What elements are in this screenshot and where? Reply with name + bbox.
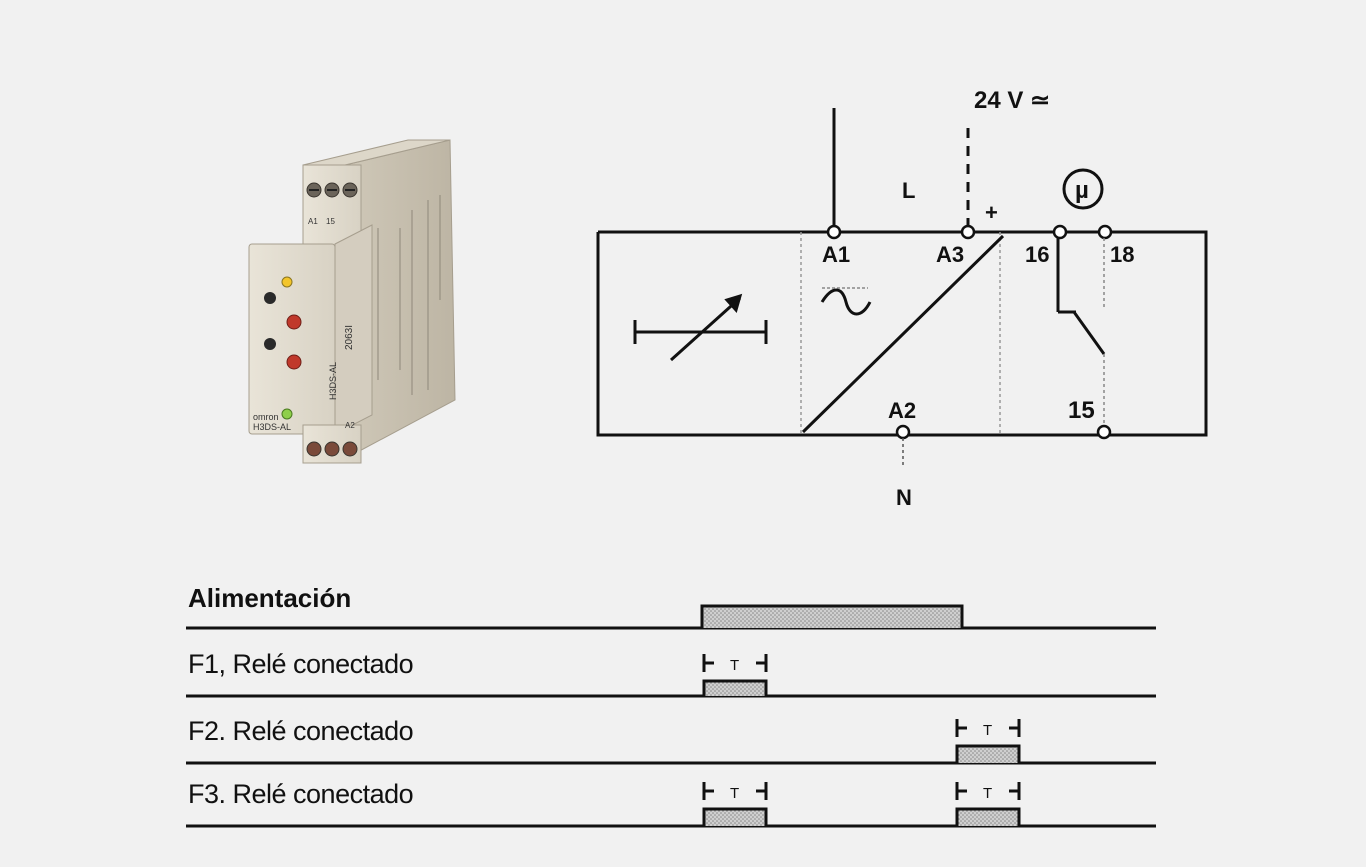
circuit-diagram: L 24 V ≃ + A1 A3 16 18 A2 15 µ — [596, 87, 1208, 510]
f1-t-marker: T — [702, 654, 768, 674]
device-front-side — [334, 224, 373, 435]
label-a3: A3 — [936, 242, 964, 267]
label-18: 18 — [1110, 242, 1134, 267]
variable-timer-symbol — [633, 293, 768, 362]
diagonal-wire — [801, 234, 1005, 434]
f1-t-label: T — [730, 657, 739, 674]
terminal-a1 — [826, 224, 842, 240]
label-a2: A2 — [888, 398, 916, 423]
terminal-16 — [1052, 224, 1068, 240]
device-serial: 2063I — [344, 325, 355, 350]
mu-circle — [1062, 168, 1104, 210]
plus-sign: + — [985, 200, 998, 225]
bottom-screw-terminals — [306, 441, 358, 457]
time-setting-knob[interactable] — [264, 338, 276, 350]
f2-pulse — [955, 744, 1021, 763]
setting-dial-upper[interactable] — [286, 314, 302, 330]
mu-symbol: µ — [1075, 177, 1089, 204]
device-side-model: H3DS-AL — [328, 362, 338, 400]
supply-label: 24 V ≃ — [974, 87, 1050, 114]
device-bottom-terminal-a2: A2 — [345, 421, 355, 430]
timing-row-label-supply: Alimentación — [188, 583, 351, 613]
device-top-terminal-15: 15 — [326, 217, 335, 226]
f2-t-marker: T — [955, 719, 1021, 739]
f3-t-label-first: T — [730, 785, 739, 802]
output-led — [281, 408, 293, 420]
f1-pulse — [702, 679, 768, 696]
ac-symbol — [820, 287, 872, 316]
terminal-15 — [1096, 424, 1112, 440]
power-led — [281, 276, 293, 288]
relay-contact — [1056, 238, 1106, 426]
device-front-panel — [248, 243, 336, 435]
terminal-a2 — [895, 424, 911, 440]
top-screw-terminals — [306, 182, 358, 198]
time-range-knob[interactable] — [264, 292, 276, 304]
device-top-terminal-a1: A1 — [308, 217, 318, 226]
f3-t-marker-second: T — [955, 782, 1021, 802]
label-a1: A1 — [822, 242, 850, 267]
line-label: L — [902, 178, 915, 203]
device-upper-block — [302, 164, 362, 246]
terminal-a3 — [960, 224, 976, 240]
timing-diagram: Alimentación F1, Relé conectado T F2. Re… — [186, 583, 1156, 828]
neutral-label: N — [896, 485, 912, 510]
f3-t-marker-first: T — [702, 782, 768, 802]
circuit-box — [596, 230, 1208, 437]
timing-row-label-f3: F3. Relé conectado — [188, 779, 413, 809]
label-15: 15 — [1068, 397, 1095, 424]
timer-relay-device: A1 15 A2 omron H3DS-AL H3DS-AL 2063I — [248, 139, 456, 464]
device-brand: omron — [253, 412, 279, 422]
device-model: H3DS-AL — [253, 422, 291, 432]
setting-dial-lower[interactable] — [286, 354, 302, 370]
terminal-18 — [1097, 224, 1113, 240]
timing-row-label-f2: F2. Relé conectado — [188, 716, 413, 746]
timing-row-label-f1: F1, Relé conectado — [188, 649, 413, 679]
f3-t-label-second: T — [983, 785, 992, 802]
f2-t-label: T — [983, 722, 992, 739]
f3-pulse-second — [955, 807, 1021, 826]
label-16: 16 — [1025, 242, 1049, 267]
supply-pulse — [700, 604, 964, 628]
f3-pulse-first — [702, 807, 768, 826]
side-print-lines — [377, 195, 441, 395]
